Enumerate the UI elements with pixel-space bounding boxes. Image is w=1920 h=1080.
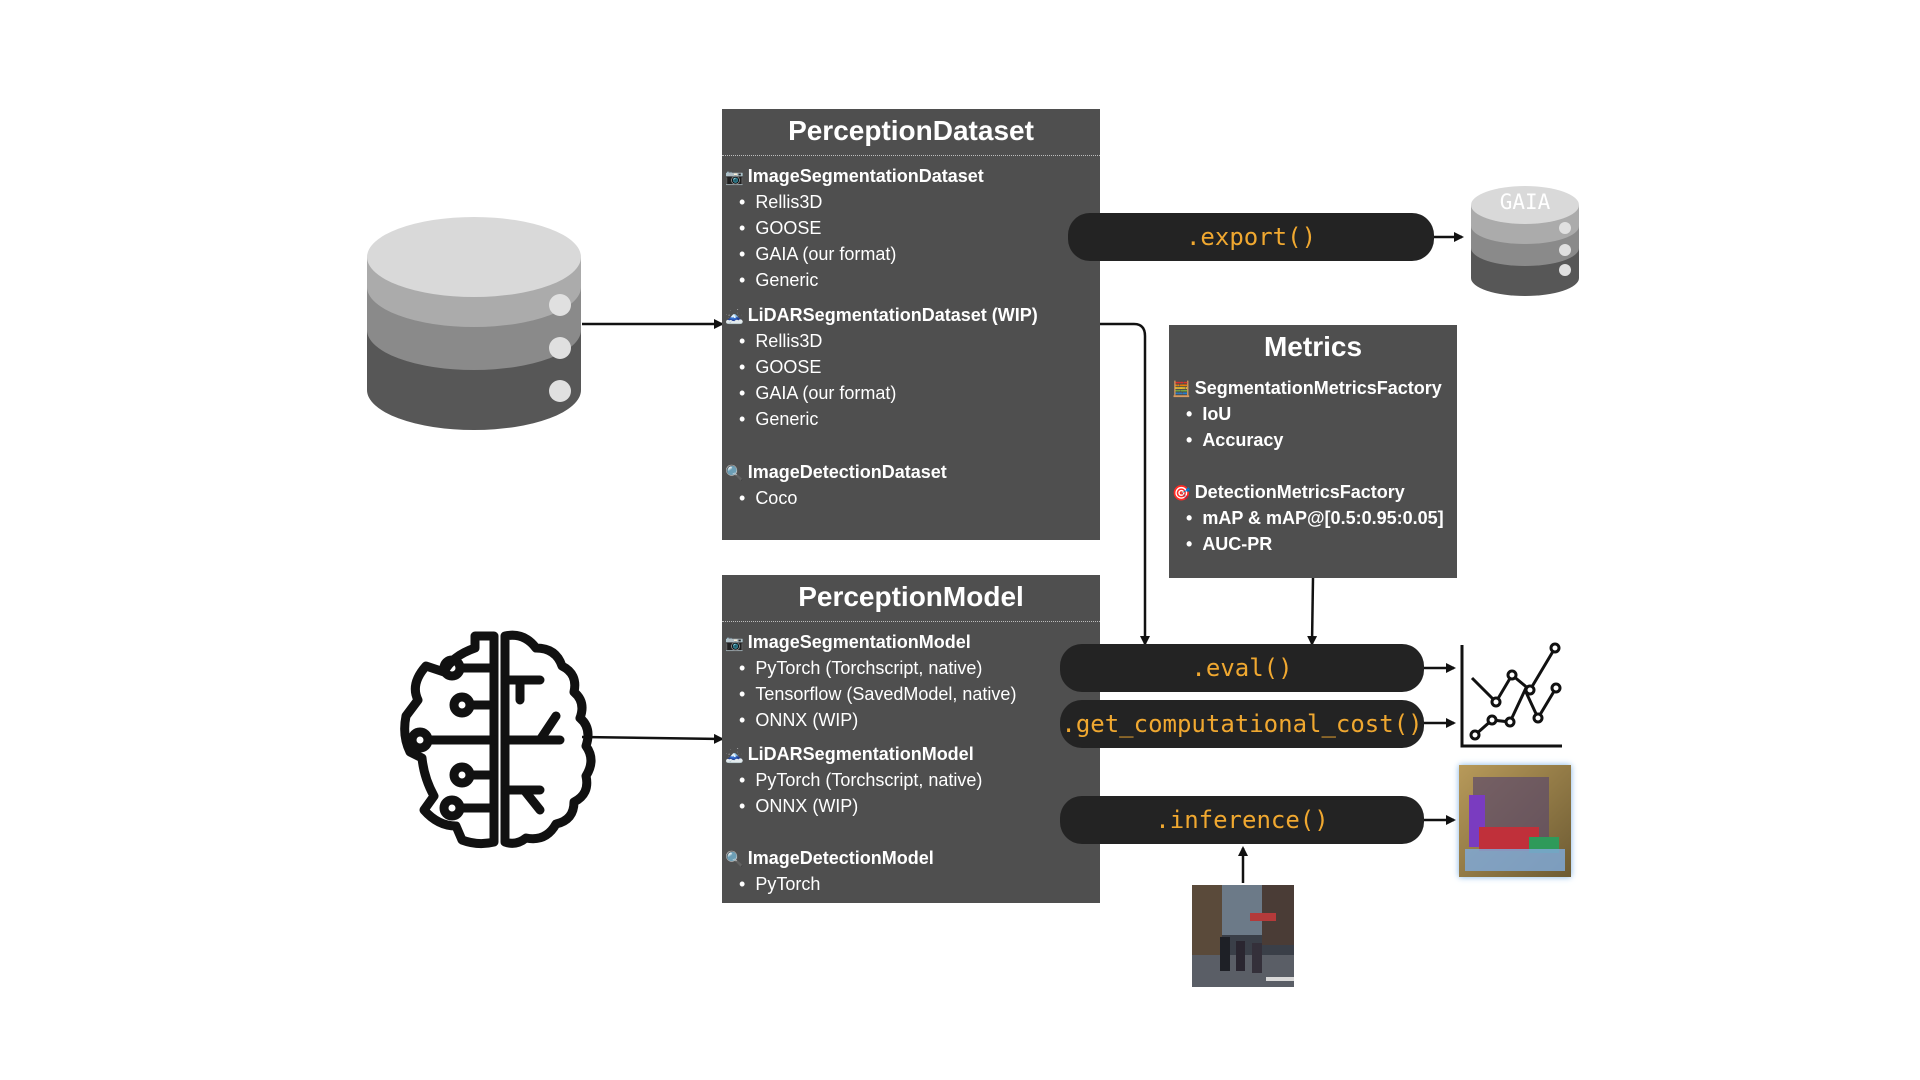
arrow-metrics-to-eval <box>1307 577 1318 646</box>
line-chart-icon <box>1460 642 1562 748</box>
list-item: AUC-PR <box>1172 531 1444 557</box>
gaia-label: GAIA <box>1499 190 1551 214</box>
dataset-section-lidar-segmentation: 🗻LiDARSegmentationDataset (WIP) Rellis3D… <box>725 302 1038 432</box>
section-title: LiDARSegmentationModel <box>747 744 974 764</box>
metrics-panel: Metrics 🧮SegmentationMetricsFactory IoU … <box>1169 325 1457 578</box>
lidar-icon: 🗻 <box>725 308 744 325</box>
segmentation-output-image <box>1459 765 1571 877</box>
list-item: Generic <box>725 267 984 293</box>
list-item: Accuracy <box>1172 427 1442 453</box>
section-title: LiDARSegmentationDataset (WIP) <box>747 305 1038 325</box>
neural-brain-icon <box>400 630 596 849</box>
inference-method: .inference() <box>1060 796 1424 844</box>
list-item: mAP & mAP@[0.5:0.95:0.05] <box>1172 505 1443 531</box>
gaia-database-icon <box>1471 186 1579 296</box>
list-item: GOOSE <box>725 215 984 241</box>
export-method: .export() <box>1068 213 1434 261</box>
lidar-icon: 🗻 <box>725 747 744 764</box>
eval-method: .eval() <box>1060 644 1424 692</box>
camera-icon: 📷 <box>725 635 744 652</box>
section-title: ImageDetectionModel <box>747 848 934 868</box>
computational-cost-method: .get_computational_cost() <box>1060 700 1424 748</box>
list-item: ONNX (WIP) <box>725 707 1016 733</box>
magnifier-icon: 🔍 <box>725 465 744 482</box>
camera-icon: 📷 <box>725 169 744 186</box>
perception-dataset-panel: PerceptionDataset 📷ImageSegmentationData… <box>722 109 1100 540</box>
list-item: PyTorch (Torchscript, native) <box>725 655 1016 681</box>
section-title: DetectionMetricsFactory <box>1194 482 1405 502</box>
perception-model-panel: PerceptionModel 📷ImageSegmentationModel … <box>722 575 1100 903</box>
list-item: PyTorch <box>725 871 934 897</box>
metrics-section-segmentation: 🧮SegmentationMetricsFactory IoU Accuracy <box>1172 375 1442 453</box>
perception-dataset-title: PerceptionDataset <box>722 109 1100 156</box>
target-icon: 🎯 <box>1172 485 1191 502</box>
metrics-title: Metrics <box>1263 331 1363 362</box>
list-item: Tensorflow (SavedModel, native) <box>725 681 1016 707</box>
model-section-image-detection: 🔍ImageDetectionModel PyTorch <box>725 845 934 897</box>
dataset-section-image-detection: 🔍ImageDetectionDataset Coco <box>725 459 947 511</box>
abacus-icon: 🧮 <box>1172 381 1191 398</box>
section-title: ImageSegmentationDataset <box>747 166 984 186</box>
list-item: ONNX (WIP) <box>725 793 982 819</box>
database-icon <box>367 217 581 430</box>
dataset-section-image-segmentation: 📷ImageSegmentationDataset Rellis3D GOOSE… <box>725 163 984 293</box>
arrow-dataset-to-eval <box>1100 322 1150 646</box>
list-item: GOOSE <box>725 354 1038 380</box>
list-item: Rellis3D <box>725 189 984 215</box>
list-item: IoU <box>1172 401 1442 427</box>
list-item: GAIA (our format) <box>725 380 1038 406</box>
model-section-image-segmentation: 📷ImageSegmentationModel PyTorch (Torchsc… <box>725 629 1016 733</box>
perception-model-title: PerceptionModel <box>722 575 1100 622</box>
section-title: SegmentationMetricsFactory <box>1194 378 1442 398</box>
metrics-section-detection: 🎯DetectionMetricsFactory mAP & mAP@[0.5:… <box>1172 479 1444 557</box>
list-item: Generic <box>725 406 1038 432</box>
section-title: ImageDetectionDataset <box>747 462 947 482</box>
list-item: Coco <box>725 485 947 511</box>
magnifier-icon: 🔍 <box>725 851 744 868</box>
section-title: ImageSegmentationModel <box>747 632 971 652</box>
input-street-image <box>1192 885 1294 987</box>
list-item: Rellis3D <box>725 328 1038 354</box>
list-item: GAIA (our format) <box>725 241 984 267</box>
arrow-brain-to-model <box>581 733 724 744</box>
model-section-lidar-segmentation: 🗻LiDARSegmentationModel PyTorch (Torchsc… <box>725 741 982 819</box>
list-item: PyTorch (Torchscript, native) <box>725 767 982 793</box>
